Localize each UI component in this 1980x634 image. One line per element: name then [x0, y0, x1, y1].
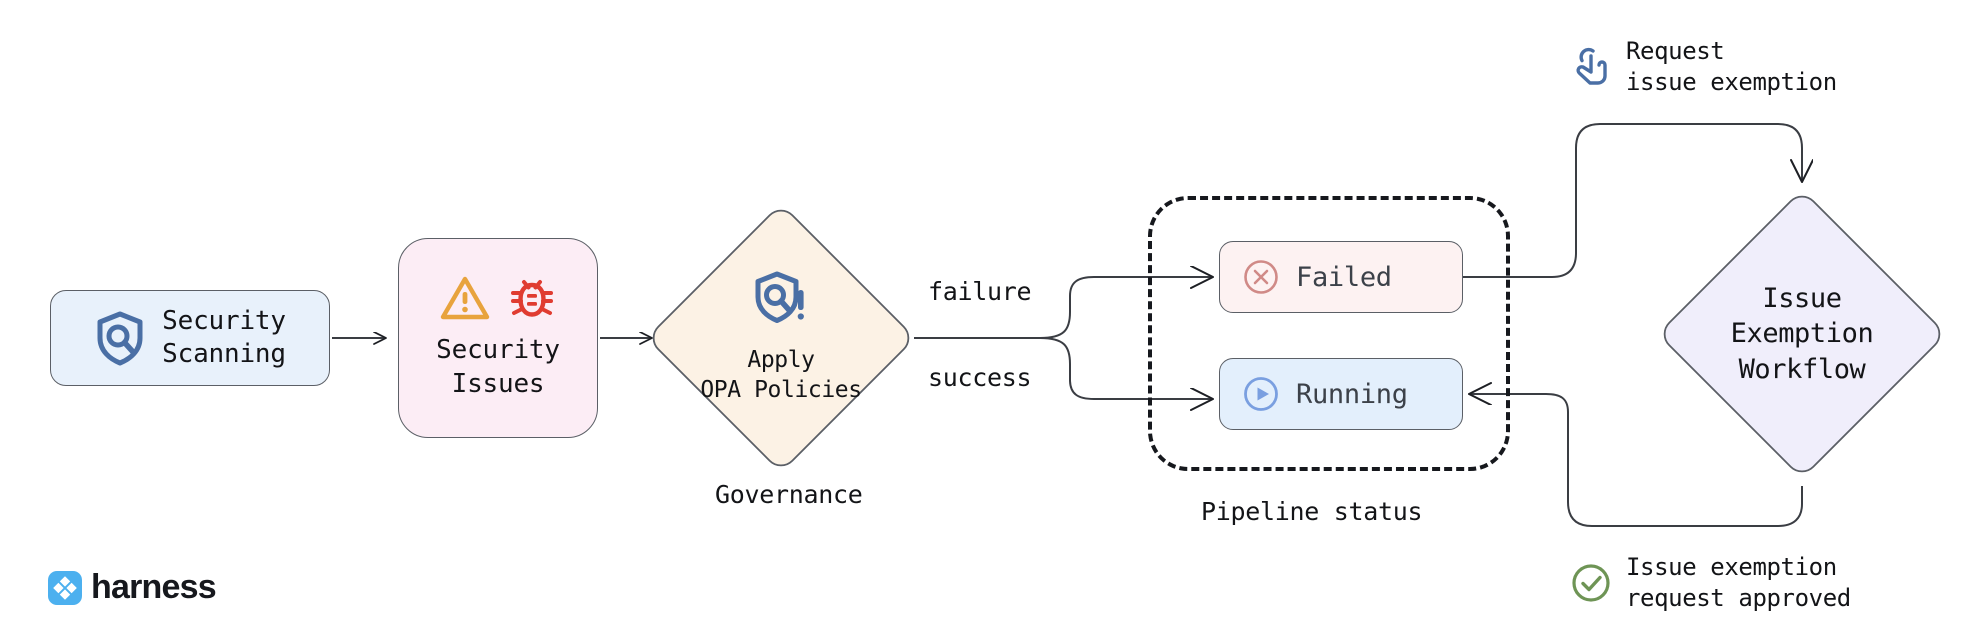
annotation-request-label: Request issue exemption: [1626, 37, 1837, 96]
annotation-approved-label: Issue exemption request approved: [1626, 553, 1851, 612]
harness-logo: harness: [48, 568, 217, 607]
harness-wordmark: harness: [91, 568, 217, 606]
harness-logo-icon: [48, 570, 82, 605]
shield-search-icon: [94, 310, 146, 366]
edge-label-success: success: [928, 363, 1032, 392]
edge-exemption-to-running: [1469, 394, 1803, 527]
check-circle-icon: [1570, 562, 1612, 604]
governance-content: Apply OPA Policies: [648, 205, 914, 471]
status-chip-running[interactable]: Running: [1219, 358, 1463, 430]
annotation-exemption-approved: Issue exemption request approved: [1570, 552, 1851, 613]
circle-x-icon: [1242, 258, 1280, 296]
status-chip-failed-label: Failed: [1296, 261, 1392, 293]
shield-policy-icon: [753, 270, 809, 328]
node-issue-exemption-workflow[interactable]: Issue Exemption Workflow: [1658, 190, 1946, 478]
exemption-workflow-content: Issue Exemption Workflow: [1658, 190, 1946, 478]
bug-icon: [508, 274, 556, 322]
governance-caption: Governance: [715, 480, 863, 509]
node-governance[interactable]: Apply OPA Policies: [648, 205, 914, 471]
pipeline-status-caption: Pipeline status: [1201, 497, 1423, 526]
status-chip-failed[interactable]: Failed: [1219, 241, 1463, 313]
edge-failed-to-exemption: [1463, 123, 1802, 278]
circle-play-icon: [1242, 375, 1280, 413]
node-security-issues[interactable]: Security Issues: [398, 238, 598, 438]
edge-success-branch: [1039, 337, 1213, 399]
node-security-issues-label: Security Issues: [436, 335, 560, 399]
status-chip-running-label: Running: [1296, 378, 1408, 410]
annotation-request-issue-exemption: Request issue exemption: [1572, 36, 1837, 97]
warning-triangle-icon: [440, 275, 490, 321]
node-security-scanning-label: Security Scanning: [162, 305, 286, 369]
node-issue-exemption-workflow-label: Issue Exemption Workflow: [1730, 282, 1874, 385]
security-issues-icon-row: [440, 274, 556, 322]
node-security-scanning[interactable]: Security Scanning: [50, 290, 330, 386]
edge-label-failure: failure: [928, 277, 1032, 306]
edge-failure-branch: [1039, 277, 1213, 339]
node-governance-label: Apply OPA Policies: [700, 347, 862, 403]
hand-tap-icon: [1572, 45, 1612, 89]
pipeline-status-group: [1148, 196, 1510, 471]
